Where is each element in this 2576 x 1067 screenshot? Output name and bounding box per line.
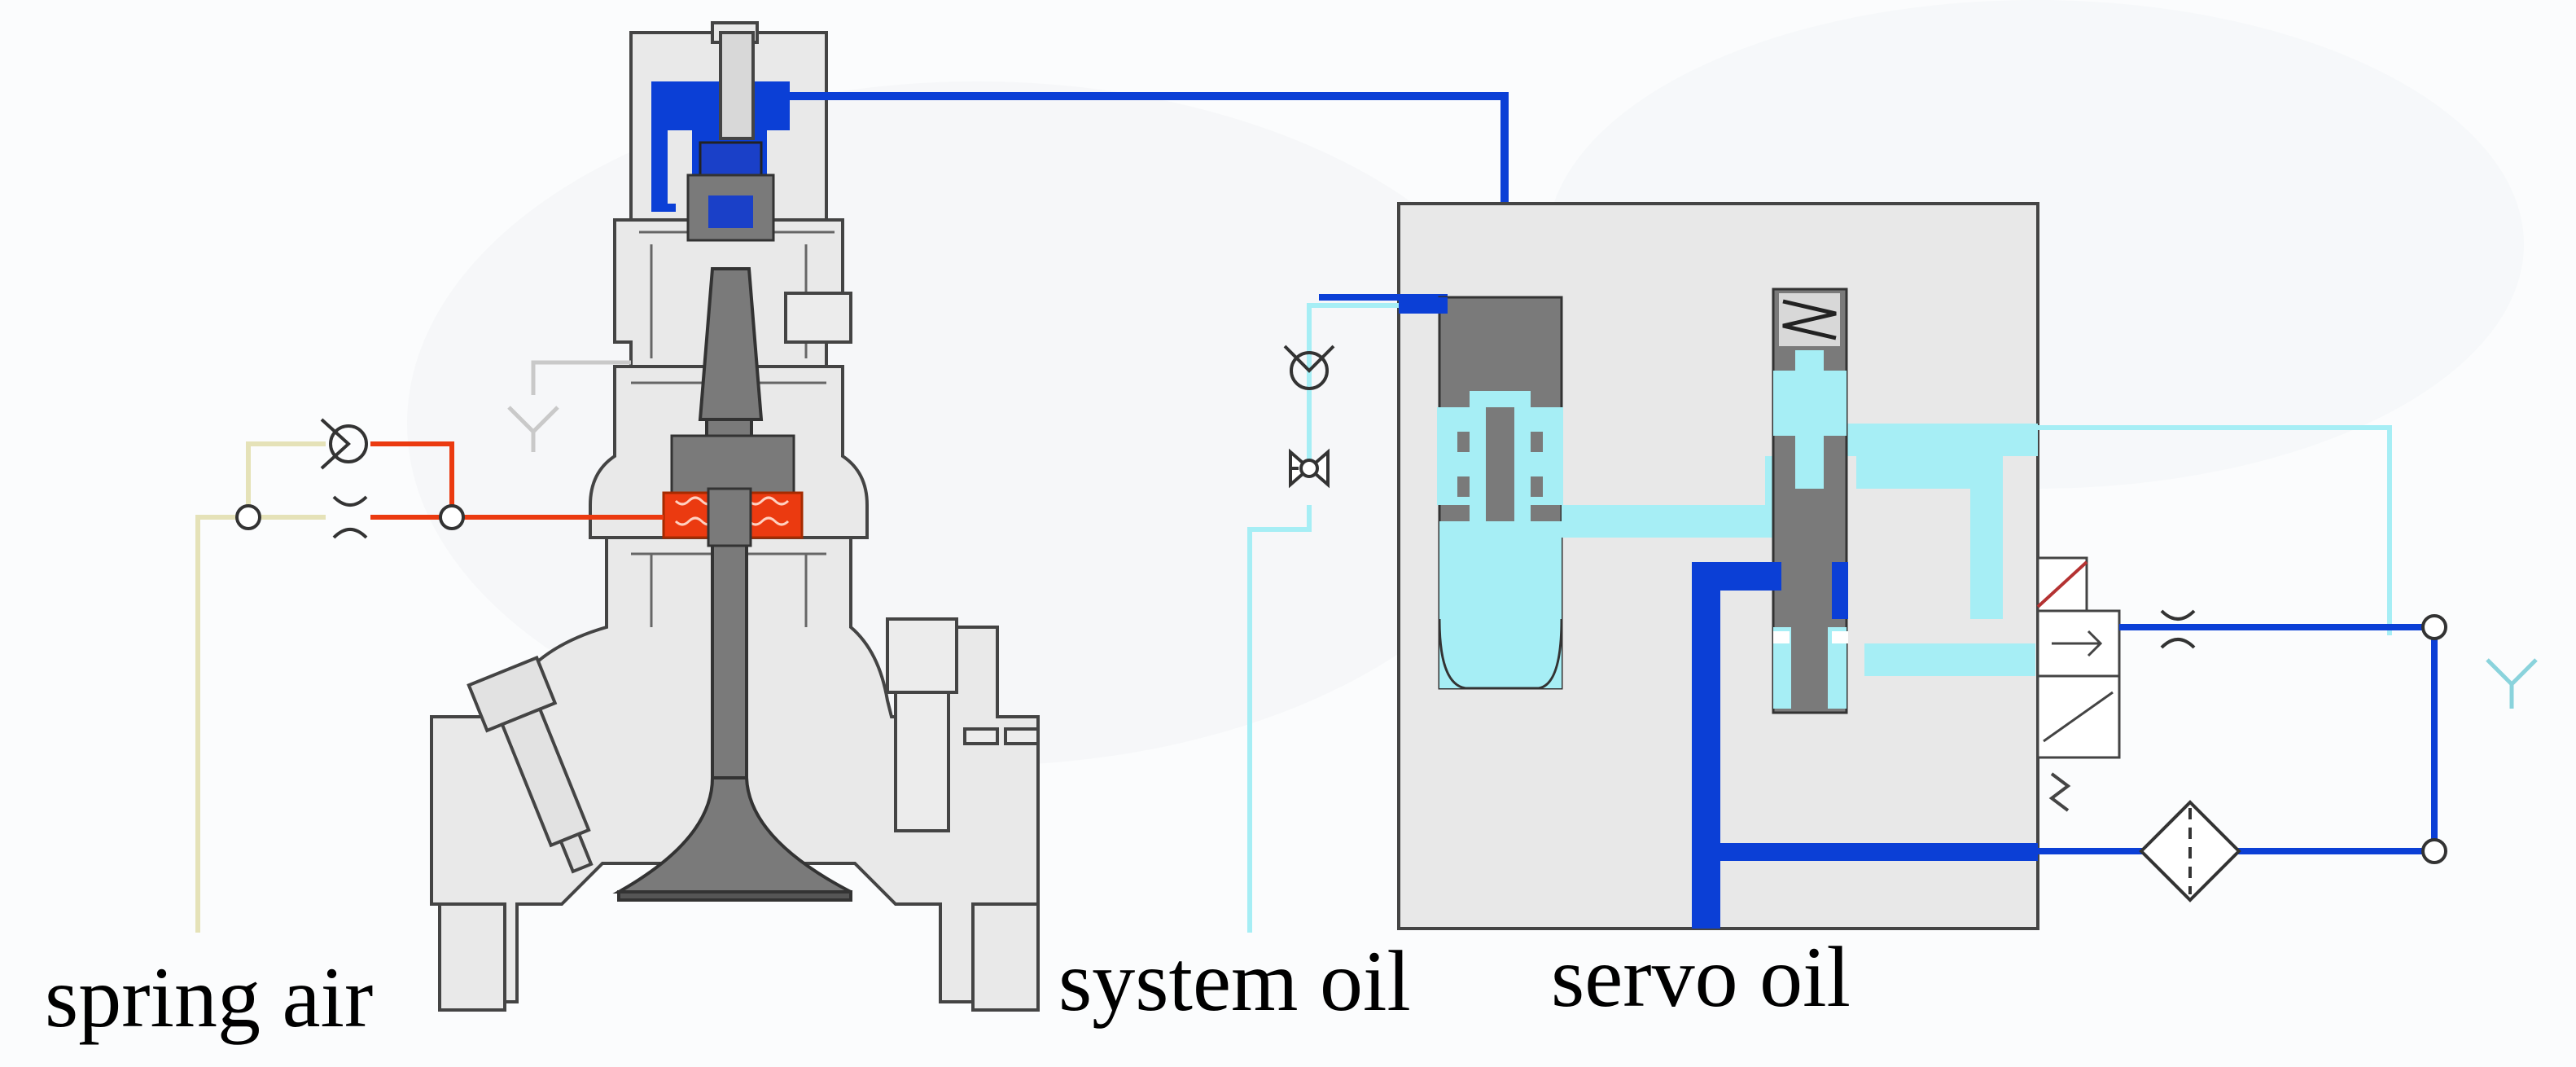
spring-air-label: spring air xyxy=(45,950,373,1045)
check-valve-icon xyxy=(1283,345,1335,390)
valve-side-ports xyxy=(784,292,1040,832)
air-spring xyxy=(662,434,804,547)
system-oil-label: system oil xyxy=(1058,933,1411,1029)
solenoid-icon xyxy=(2036,556,2121,812)
air-junction xyxy=(235,504,261,530)
main-spool xyxy=(1437,296,1563,690)
servo-oil-return-line xyxy=(2038,624,2438,854)
oil-junction xyxy=(2421,838,2447,864)
spring-air-line xyxy=(370,441,664,520)
servo-oil-passage xyxy=(1692,562,2038,929)
filter-icon xyxy=(2139,800,2241,902)
orifice-icon xyxy=(2160,609,2196,649)
vent-icon xyxy=(507,360,631,452)
oil-junction xyxy=(2421,614,2447,640)
vent-icon xyxy=(2486,658,2538,709)
pilot-spool xyxy=(1772,288,1848,714)
air-junction xyxy=(439,504,465,530)
check-valve-icon xyxy=(320,418,368,470)
system-oil-line xyxy=(1247,303,2392,933)
orifice-icon xyxy=(332,495,368,539)
injector xyxy=(467,655,594,874)
servo-oil-label: servo oil xyxy=(1551,929,1851,1025)
shutoff-valve-icon xyxy=(1289,448,1330,489)
servo-oil-inlet xyxy=(1399,297,1448,314)
servo-oil-chamber xyxy=(651,31,790,242)
